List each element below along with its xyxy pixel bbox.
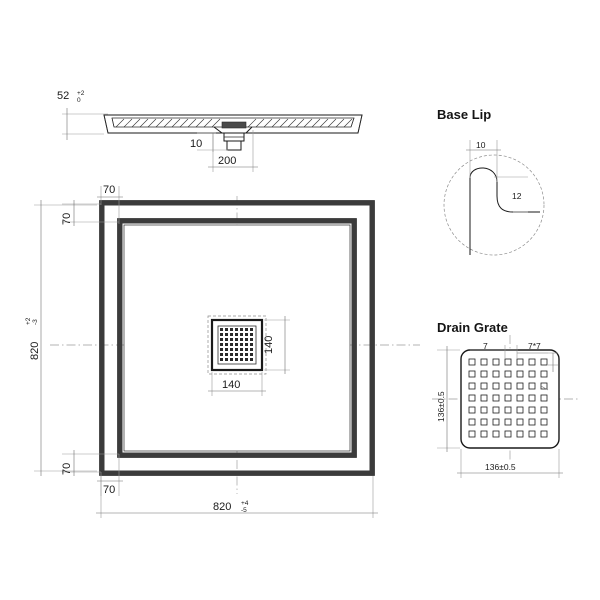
tray-outer-frame <box>99 200 375 476</box>
dim-820-h-value: 820 <box>213 501 231 513</box>
dim-base-lip-10-value: 10 <box>476 140 486 150</box>
dim-70-left-top: 70 <box>61 200 119 226</box>
dim-grate-height-value: 136±0.5 <box>436 391 446 422</box>
dim-820-h-tol-up: +4 <box>241 500 249 507</box>
dim-140-v-value: 140 <box>263 336 275 354</box>
dim-drain-140-horizontal: 140 <box>208 372 266 396</box>
tray-inner-lip <box>117 218 357 458</box>
drain-grate-holes <box>220 328 253 361</box>
dim-10-value: 10 <box>190 138 202 150</box>
dim-820-v-tol-up: +2 <box>25 317 32 325</box>
tray-section-body <box>103 114 363 134</box>
grate-hole-grid <box>468 358 548 438</box>
dim-70-bottom-value: 70 <box>103 484 115 496</box>
dim-grate-height: 136±0.5 <box>436 346 460 452</box>
dim-drain-140-vertical: 140 <box>263 316 290 374</box>
dim-200-value: 200 <box>218 155 236 167</box>
tray-inner-lip-edge <box>117 218 357 458</box>
base-lip-detail: Base Lip 10 12 <box>437 107 545 256</box>
dim-grate-width: 136±0.5 <box>457 449 563 478</box>
dim-base-lip-width: 10 <box>466 140 501 182</box>
drain-grate-detail: Drain Grate <box>432 320 578 478</box>
dim-drain-depth: 10 <box>190 132 228 152</box>
dim-70-top-value: 70 <box>103 184 115 196</box>
dim-820-v-value: 820 <box>29 342 41 360</box>
plan-drain-assembly <box>207 315 267 375</box>
dim-grate-width-value: 136±0.5 <box>485 462 516 472</box>
section-drain-assembly <box>213 121 253 151</box>
dim-820-h-tol-down: -5 <box>241 507 247 514</box>
dim-grate-pitch: 7 <box>470 341 518 359</box>
tray-outer-edge <box>99 200 375 476</box>
dim-70-left-bottom-value: 70 <box>61 463 73 475</box>
dim-drain-width: 200 <box>208 130 258 172</box>
dim-grate-hole-size-value: 7*7 <box>528 341 541 351</box>
plan-view: 140 140 820 +2 -3 820 +4 -5 <box>25 184 420 518</box>
base-lip-title: Base Lip <box>437 107 491 122</box>
dim-820-v-tol-down: -3 <box>32 319 39 325</box>
dim-70-left-top-value: 70 <box>61 213 73 225</box>
drain-grate-title: Drain Grate <box>437 320 508 335</box>
dim-820-vertical: 820 +2 -3 <box>25 200 97 476</box>
dim-52-value: 52 <box>57 90 69 102</box>
dim-70-left-bottom: 70 <box>61 450 119 476</box>
cross-section-view: 52 +2 0 <box>57 90 363 172</box>
dim-grate-hole-size: 7*7 <box>517 341 558 391</box>
dim-52-tol-up: +2 <box>77 90 85 97</box>
section-hatching <box>115 118 353 128</box>
dim-base-lip-height: 12 <box>494 176 528 213</box>
dim-52-tol-down: 0 <box>77 97 81 104</box>
drain-dashed-outline <box>207 315 267 375</box>
dim-140-h-value: 140 <box>222 379 240 391</box>
dim-70-bottom: 70 <box>97 454 123 496</box>
base-lip-profile <box>469 167 540 255</box>
base-lip-detail-circle <box>443 154 545 256</box>
dim-grate-pitch-value: 7 <box>483 341 488 351</box>
dim-base-lip-12-value: 12 <box>512 191 522 201</box>
dim-section-height: 52 +2 0 <box>57 90 108 140</box>
dim-70-top: 70 <box>97 184 123 224</box>
